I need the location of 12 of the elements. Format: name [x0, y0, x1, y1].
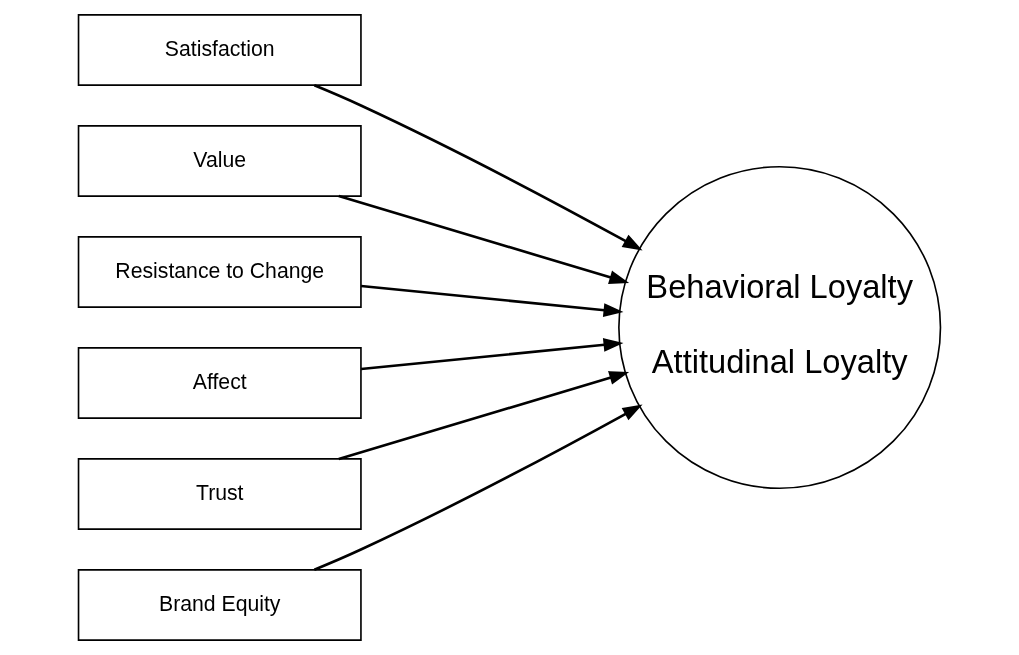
arrow	[361, 284, 624, 318]
arrow	[361, 337, 624, 371]
node-box: Satisfaction	[77, 14, 362, 86]
arrow	[313, 404, 643, 571]
arrow	[338, 371, 630, 461]
arrow	[338, 194, 630, 284]
node-box: Trust	[77, 458, 362, 530]
node-box: Resistance to Change	[77, 236, 362, 308]
arrow	[313, 84, 643, 251]
node-box: Value	[77, 125, 362, 197]
node-box: Brand Equity	[77, 569, 362, 641]
node-box: Affect	[77, 347, 362, 419]
